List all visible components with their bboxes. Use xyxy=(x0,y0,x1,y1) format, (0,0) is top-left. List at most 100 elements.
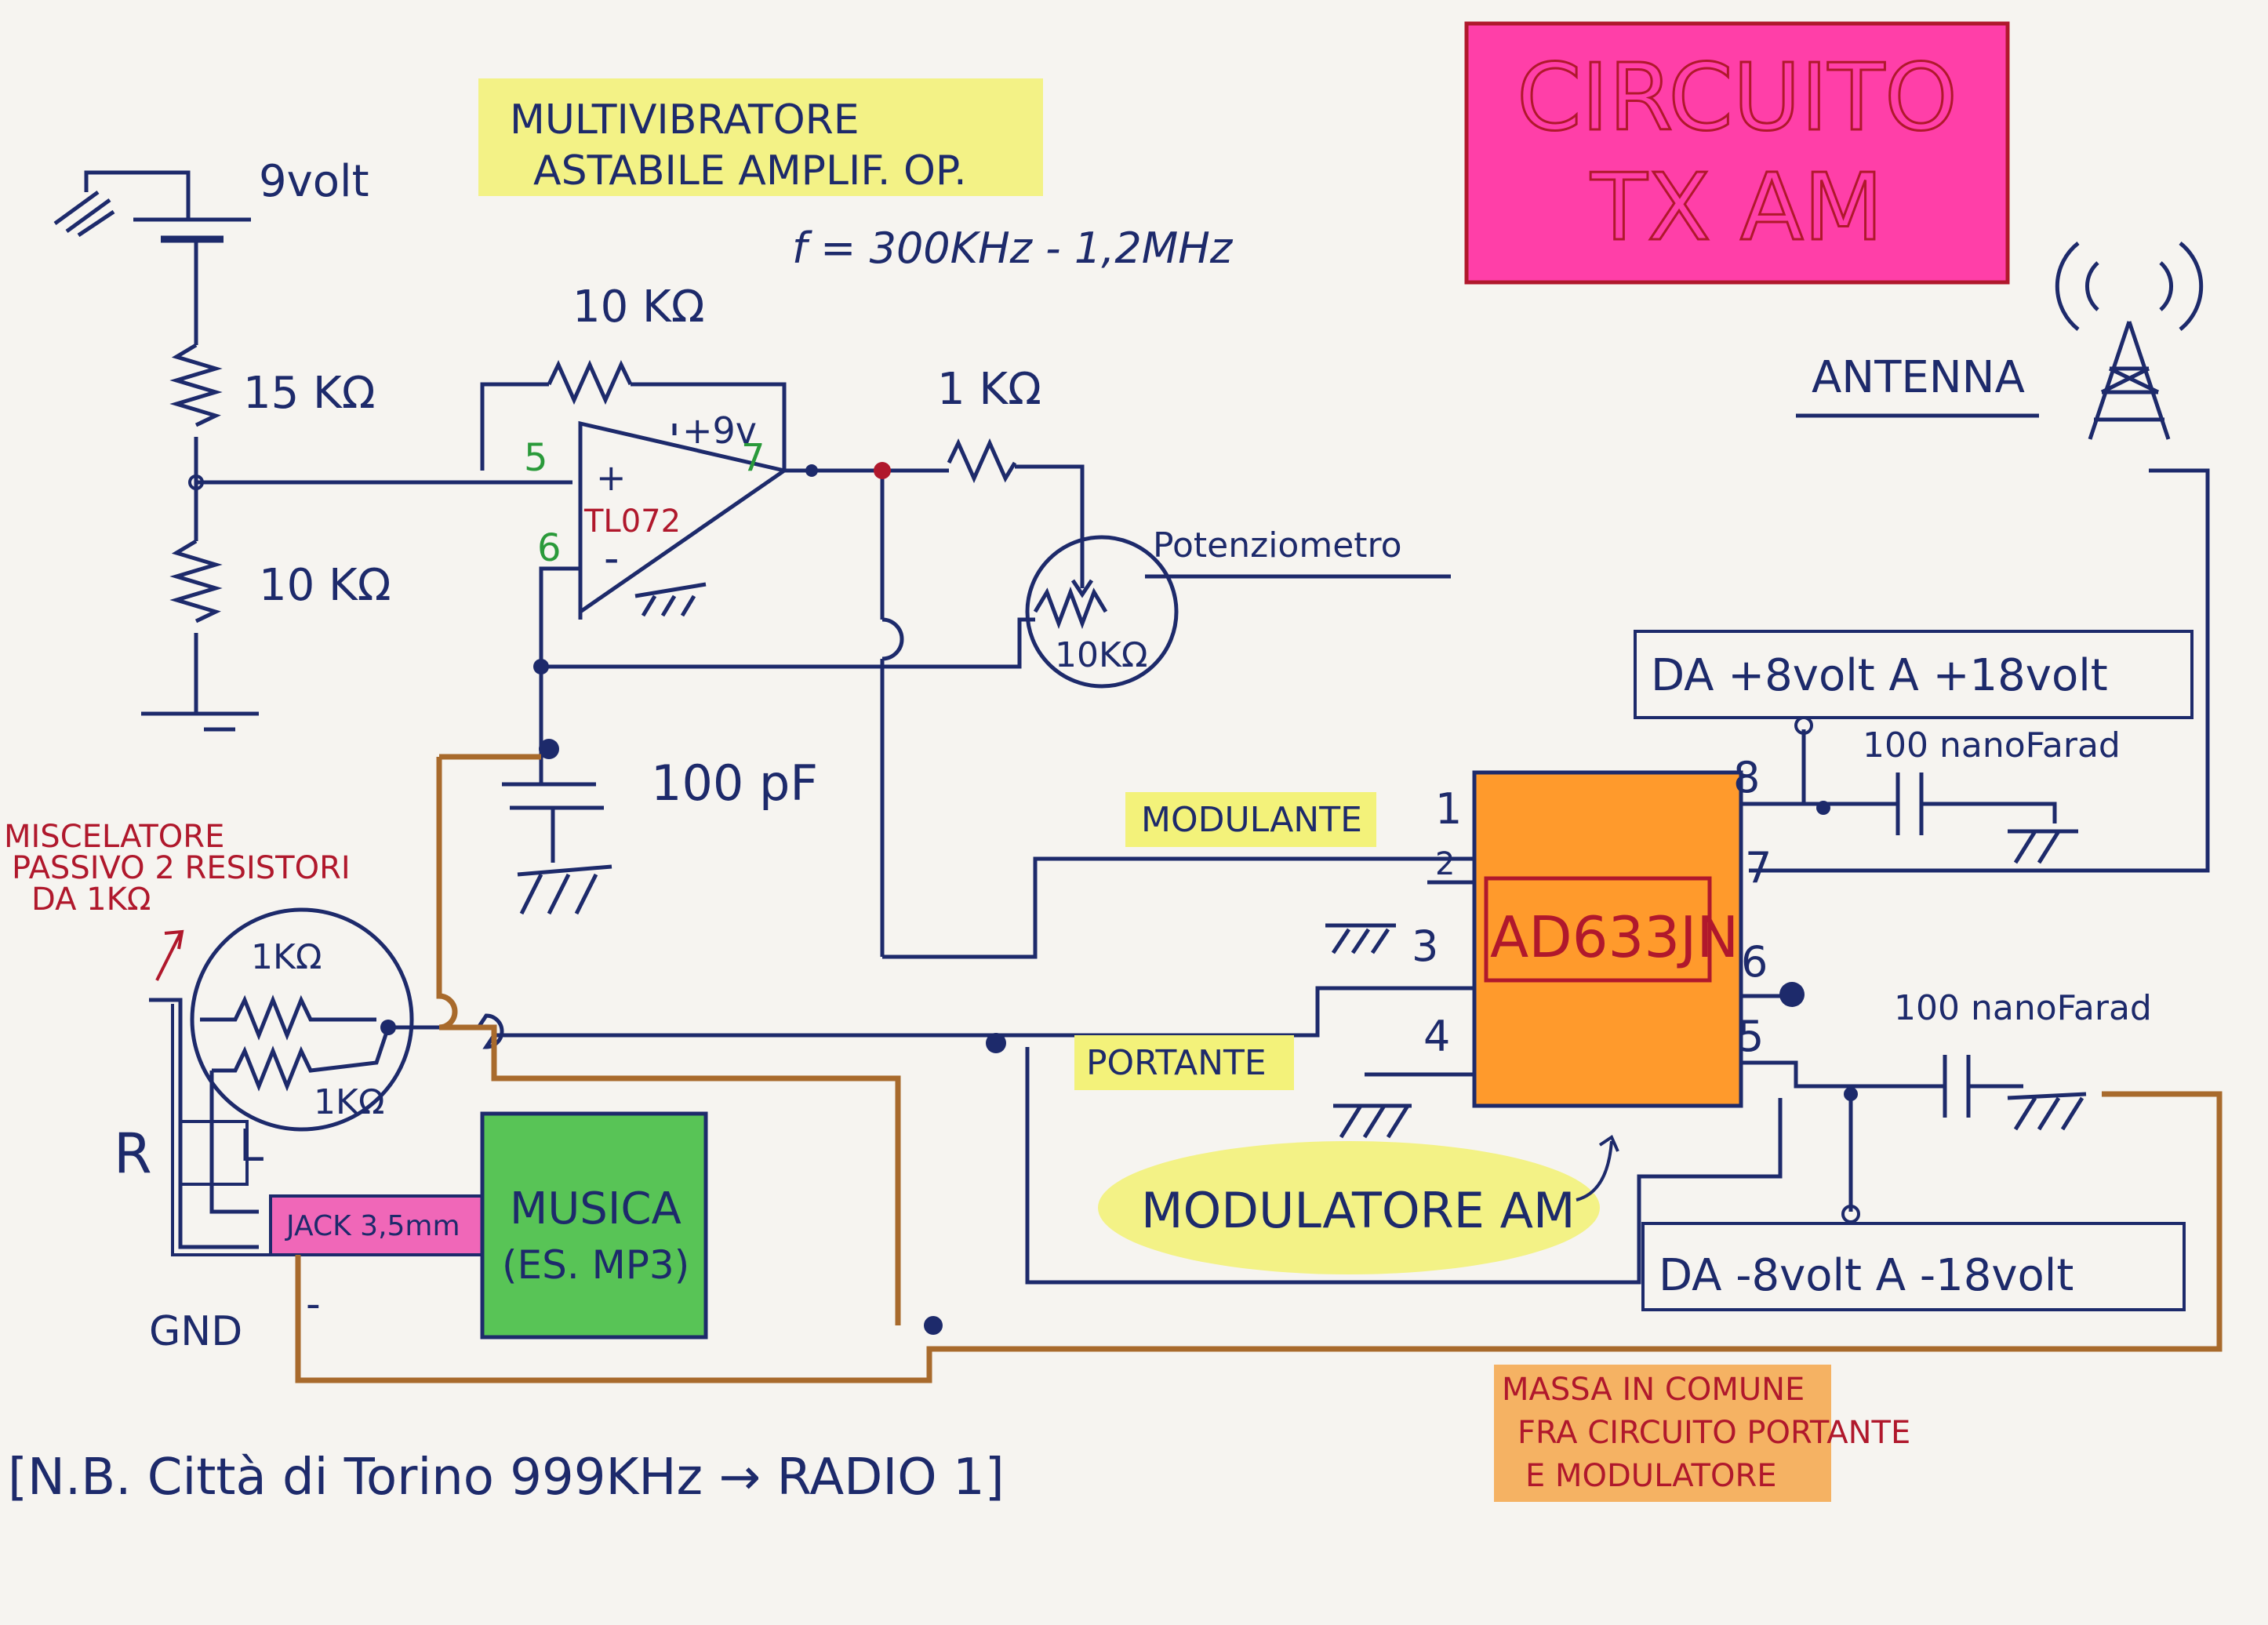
ic-pin-5: 5 xyxy=(1737,1012,1764,1061)
node-pin8 xyxy=(1816,801,1830,815)
minus-label: - xyxy=(604,533,620,583)
ic-pin-8: 8 xyxy=(1733,753,1760,802)
portante-highlight xyxy=(1074,1035,1294,1090)
modulator-caption-highlight xyxy=(1098,1141,1600,1274)
mixer-node xyxy=(380,1020,396,1035)
wire-output-down xyxy=(880,471,904,957)
title-box: CIRCUITO TX AM xyxy=(1464,21,2010,285)
ic-label-box xyxy=(1484,876,1712,983)
potentiometer-value: 10KΩ xyxy=(1055,635,1147,675)
opamp-label: TL072 xyxy=(583,503,681,540)
capacitor-ground xyxy=(517,864,612,915)
pin6-wire xyxy=(539,566,580,667)
left-channel-label: L xyxy=(239,1121,264,1172)
mixer-note-line-1: MISCELATORE xyxy=(4,819,224,855)
capacitor-top-label: 100 nanoFarad xyxy=(1863,725,2121,765)
wire-left-channel xyxy=(209,1071,259,1214)
feedback-wire-left xyxy=(480,382,549,471)
ic-pin-1: 1 xyxy=(1435,784,1462,834)
jack-label: JACK 3,5mm xyxy=(285,1210,460,1242)
mixer-note-arrow xyxy=(155,929,184,981)
ground-pin4 xyxy=(1333,1072,1474,1139)
footer-note: [N.B. Città di Torino 999KHz → RADIO 1] xyxy=(8,1449,1005,1507)
node-pin5 xyxy=(1844,1087,1858,1101)
capacitor-label: 100 pF xyxy=(651,754,818,812)
opamp-section xyxy=(480,359,1404,959)
potentiometer-circle xyxy=(1025,535,1179,689)
node-divider xyxy=(188,474,204,490)
resistor-10k xyxy=(169,539,223,623)
pin6-label: 6 xyxy=(537,526,562,570)
ground-note-line-1: MASSA IN COMUNE xyxy=(1502,1372,1805,1408)
heading-highlight xyxy=(478,78,1043,196)
antenna-tower xyxy=(2088,321,2171,440)
opamp-ground xyxy=(634,582,707,617)
gnd-minus: - xyxy=(306,1281,321,1328)
music-label-line-1: MUSICA xyxy=(510,1183,681,1234)
node-feedback xyxy=(533,659,549,674)
negative-supply-label: DA -8volt A -18volt xyxy=(1659,1250,2074,1301)
ic-name: AD633JN xyxy=(1490,904,1739,970)
resistor-1k-out xyxy=(947,438,1017,484)
modulante-highlight xyxy=(1125,792,1376,847)
title-line-2: TX AM xyxy=(1590,153,1884,261)
node-pin6 xyxy=(1779,982,1805,1007)
mixer-resistor-2 xyxy=(212,1027,391,1092)
ic-pin-2: 2 xyxy=(1435,846,1455,882)
title-highlight xyxy=(1464,21,2010,285)
right-channel-label: R xyxy=(114,1122,152,1186)
vcc-label: +9v xyxy=(682,409,757,452)
antenna-feed-wire xyxy=(1749,468,2210,873)
r-bottom-label: 10 KΩ xyxy=(259,560,391,611)
positive-supply-label: DA +8volt A +18volt xyxy=(1651,650,2108,701)
ic-pin-3: 3 xyxy=(1412,922,1438,971)
pin5-label: 5 xyxy=(524,436,548,480)
supply-divider xyxy=(53,170,572,732)
node-output xyxy=(874,462,891,479)
modulante-label: MODULANTE xyxy=(1141,800,1362,840)
feedback-wire-right xyxy=(631,382,787,471)
brown-wire-upper xyxy=(436,754,901,1325)
antenna-label: ANTENNA xyxy=(1812,352,2025,403)
mixer-note-line-2: PASSIVO 2 RESISTORI xyxy=(12,850,351,886)
channel-bracket xyxy=(180,1120,249,1186)
potentiometer-wiper xyxy=(1070,565,1094,598)
r-top-label: 15 KΩ xyxy=(243,368,376,419)
wire-1k-to-pot xyxy=(1015,464,1085,565)
r-out-label: 1 KΩ xyxy=(937,364,1041,415)
multivibrator-heading: MULTIVIBRATORE ASTABILE AMPLIF. OP. f = … xyxy=(478,78,1234,273)
music-player xyxy=(480,1111,708,1340)
wire-modulante xyxy=(882,856,1404,959)
jack-wire xyxy=(171,1004,271,1256)
capacitor-top-ground xyxy=(1921,802,2078,864)
ic-body xyxy=(1472,770,1743,1108)
antenna-waves xyxy=(2055,242,2204,331)
modulator-caption: MODULATORE AM xyxy=(1141,1182,1576,1239)
capacitor-bottom-label: 100 nanoFarad xyxy=(1894,988,2152,1028)
mixer-output-wire xyxy=(388,1013,949,1049)
heading-line-1: MULTIVIBRATORE xyxy=(510,96,860,144)
antenna xyxy=(1749,242,2210,873)
heading-line-2: ASTABILE AMPLIF. OP. xyxy=(533,147,967,194)
brown-wire-lower xyxy=(295,1091,2223,1383)
gnd-label: GND xyxy=(149,1308,242,1355)
capacitor-bottom-ground xyxy=(2007,1092,2087,1131)
ic-pin-6: 6 xyxy=(1741,937,1768,987)
positive-supply-box xyxy=(1634,630,2193,719)
battery-wire-top xyxy=(84,170,191,220)
node-portante xyxy=(986,1033,1006,1053)
mixer-circle xyxy=(190,907,414,1132)
ground-symbol-top-left xyxy=(53,190,115,238)
ground-note-highlight xyxy=(1494,1365,1831,1502)
negative-supply-box xyxy=(1641,1222,2186,1311)
portante-label: PORTANTE xyxy=(1086,1043,1267,1083)
ic-wiring xyxy=(949,729,2087,1285)
ground-pin3 xyxy=(1325,923,1396,954)
mixer-note-line-3: DA 1KΩ xyxy=(31,882,151,918)
node-pin7 xyxy=(805,464,818,477)
ground-note-line-3: E MODULATORE xyxy=(1525,1458,1777,1494)
potentiometer-label: Potenziometro xyxy=(1153,525,1402,565)
wire-portante-return xyxy=(1025,1047,1783,1285)
node-capacitor xyxy=(539,739,559,759)
